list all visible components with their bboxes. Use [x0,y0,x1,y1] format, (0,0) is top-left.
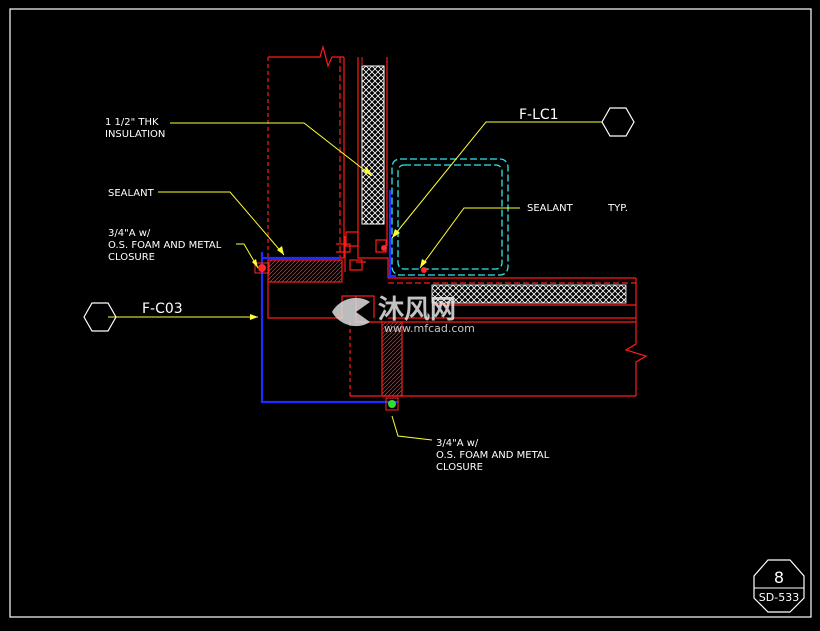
watermark-logo-icon [332,297,370,327]
tag-right-label: F-LC1 [519,107,559,123]
metal-flashing [260,190,398,404]
detail-marker: 8 SD-533 [753,559,805,613]
tag-right-group: F-LC1 [519,107,635,137]
tag-left-group: F-C03 [83,301,183,332]
label-closure-bottom-line1: 3/4"A w/ [436,438,479,449]
detail-number: 8 [774,568,784,587]
label-closure-left-line1: 3/4"A w/ [108,228,151,239]
tag-right-hexagon [601,107,635,137]
detail-sheet: SD-533 [759,591,799,604]
sheet-frame [9,8,812,618]
label-insulation-line2: INSULATION [105,129,165,140]
label-closure-left-line3: CLOSURE [108,252,155,263]
leader-lines [108,121,602,441]
tag-left-label: F-C03 [142,301,183,317]
foam-closures [267,259,403,397]
leader-arrowheads [250,167,427,320]
label-closure-left-line2: O.S. FOAM AND METAL [108,240,222,251]
watermark-url: www.mfcad.com [384,322,475,335]
label-sealant-right: SEALANT [527,203,574,214]
upper-wall-panel [267,44,345,259]
roof-insulation [431,284,627,304]
watermark-brand: 沐风网 [378,295,456,325]
roof-panel [349,277,648,397]
watermark: 沐风网 www.mfcad.com [332,295,475,335]
label-insulation-line1: 1 1/2" THK [105,117,159,128]
label-closure-bottom-line2: O.S. FOAM AND METAL [436,450,550,461]
label-sealant-left: SEALANT [108,188,155,199]
steel-tube [391,158,509,276]
clip-fasteners [336,231,387,272]
tag-left-hexagon [83,302,117,332]
sealant-beads [254,245,427,411]
label-closure-bottom-line3: CLOSURE [436,462,483,473]
detail-marker-octagon [753,559,805,613]
label-sealant-right-typ: TYP. [607,203,628,214]
upper-insulation [357,57,388,246]
